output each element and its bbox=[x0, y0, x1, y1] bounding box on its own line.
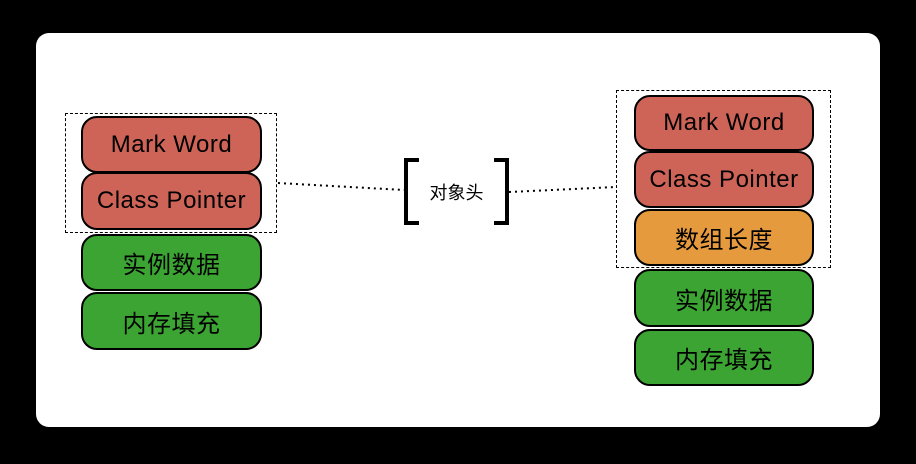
right-block-mark-word: Mark Word bbox=[634, 95, 814, 151]
right-block-class-pointer: Class Pointer bbox=[634, 151, 814, 208]
left-block-instance-data: 实例数据 bbox=[81, 234, 262, 291]
left-connector-line bbox=[277, 182, 405, 191]
right-bracket-icon bbox=[494, 158, 509, 225]
right-block-instance-data: 实例数据 bbox=[634, 269, 814, 327]
right-block-memory-padding: 内存填充 bbox=[634, 329, 814, 386]
left-block-memory-padding: 内存填充 bbox=[81, 292, 262, 350]
right-block-array-length: 数组长度 bbox=[634, 209, 814, 266]
left-bracket-icon bbox=[404, 158, 419, 225]
right-object-header-group-outline bbox=[616, 90, 831, 268]
object-header-label: 对象头 bbox=[429, 182, 484, 203]
left-object-header-group-outline bbox=[65, 113, 277, 233]
left-block-class-pointer: Class Pointer bbox=[81, 172, 262, 230]
right-connector-line bbox=[508, 186, 617, 193]
diagram-card: Mark Word Class Pointer 实例数据 内存填充 Mark W… bbox=[36, 33, 880, 427]
left-block-mark-word: Mark Word bbox=[81, 116, 262, 173]
